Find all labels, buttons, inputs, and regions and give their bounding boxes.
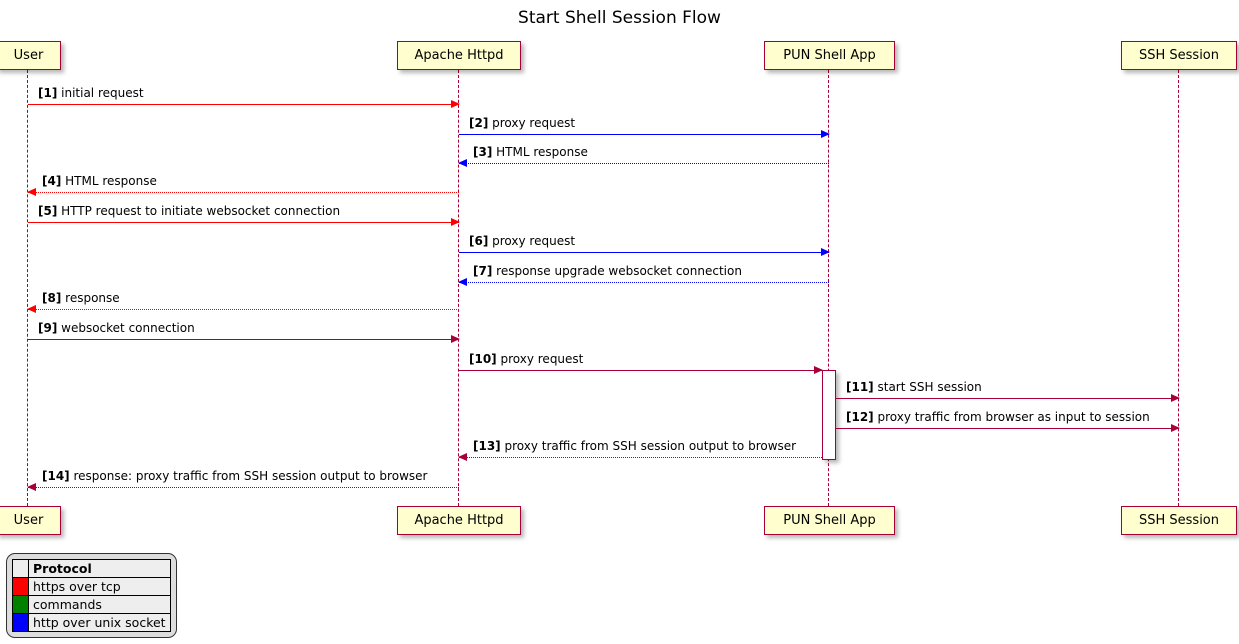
arrow-head-icon bbox=[458, 277, 467, 286]
message-line-10 bbox=[459, 370, 822, 371]
message-line-2 bbox=[459, 134, 829, 135]
message-number: [7] bbox=[473, 264, 493, 278]
message-line-9 bbox=[28, 339, 459, 340]
activation-bar-pun bbox=[822, 370, 836, 460]
arrow-head-icon bbox=[27, 304, 36, 313]
message-label-4: [4] HTML response bbox=[42, 174, 157, 188]
message-line-11 bbox=[836, 398, 1179, 399]
legend-label-1: commands bbox=[28, 595, 171, 614]
message-number: [10] bbox=[469, 352, 497, 366]
arrow-head-icon bbox=[458, 158, 467, 167]
message-label-7: [7] response upgrade websocket connectio… bbox=[473, 264, 742, 278]
message-number: [3] bbox=[473, 145, 493, 159]
message-label-1: [1] initial request bbox=[38, 86, 144, 100]
arrow-head-icon bbox=[1171, 393, 1180, 402]
lifeline-user bbox=[27, 70, 29, 506]
message-number: [12] bbox=[846, 410, 874, 424]
arrow-head-icon bbox=[814, 365, 823, 374]
lifeline-httpd bbox=[458, 70, 460, 506]
legend-row: http over unix socket bbox=[12, 613, 171, 632]
legend-header-row: Protocol bbox=[12, 559, 171, 578]
legend-header-swatch bbox=[12, 559, 29, 578]
message-line-3 bbox=[459, 163, 829, 164]
arrow-head-icon bbox=[27, 187, 36, 196]
message-line-13 bbox=[459, 457, 822, 458]
legend-swatch-1 bbox=[12, 595, 29, 614]
message-line-5 bbox=[28, 222, 459, 223]
message-number: [1] bbox=[38, 86, 58, 100]
message-number: [9] bbox=[38, 321, 58, 335]
diagram-title: Start Shell Session Flow bbox=[518, 8, 721, 28]
participant-httpd-top[interactable]: Apache Httpd bbox=[397, 41, 521, 70]
participant-httpd-bottom[interactable]: Apache Httpd bbox=[397, 506, 521, 535]
participant-user-bottom[interactable]: User bbox=[0, 506, 61, 535]
message-label-11: [11] start SSH session bbox=[846, 380, 982, 394]
message-label-2: [2] proxy request bbox=[469, 116, 576, 130]
message-label-5: [5] HTTP request to initiate websocket c… bbox=[38, 204, 341, 218]
message-line-7 bbox=[459, 282, 829, 283]
arrow-head-icon bbox=[451, 334, 460, 343]
message-label-10: [10] proxy request bbox=[469, 352, 584, 366]
message-line-14 bbox=[28, 487, 459, 488]
arrow-head-icon bbox=[451, 217, 460, 226]
message-number: [2] bbox=[469, 116, 489, 130]
legend-swatch-2 bbox=[12, 613, 29, 632]
message-label-8: [8] response bbox=[42, 291, 120, 305]
arrow-head-icon bbox=[1171, 423, 1180, 432]
message-number: [13] bbox=[473, 439, 501, 453]
message-label-13: [13] proxy traffic from SSH session outp… bbox=[473, 439, 797, 453]
legend-label-2: http over unix socket bbox=[28, 613, 171, 632]
message-label-9: [9] websocket connection bbox=[38, 321, 195, 335]
arrow-head-icon bbox=[821, 129, 830, 138]
legend-row: commands bbox=[12, 595, 171, 614]
lifeline-ssh bbox=[1178, 70, 1180, 506]
lifeline-pun bbox=[828, 70, 830, 506]
participant-ssh-bottom[interactable]: SSH Session bbox=[1121, 506, 1237, 535]
message-line-12 bbox=[836, 428, 1179, 429]
message-number: [8] bbox=[42, 291, 62, 305]
message-number: [14] bbox=[42, 469, 70, 483]
message-number: [6] bbox=[469, 234, 489, 248]
arrow-head-icon bbox=[458, 452, 467, 461]
message-label-3: [3] HTML response bbox=[473, 145, 588, 159]
participant-user-top[interactable]: User bbox=[0, 41, 61, 70]
message-label-14: [14] response: proxy traffic from SSH se… bbox=[42, 469, 428, 483]
arrow-head-icon bbox=[451, 99, 460, 108]
message-label-6: [6] proxy request bbox=[469, 234, 576, 248]
legend-label-0: https over tcp bbox=[28, 577, 171, 596]
arrow-head-icon bbox=[27, 482, 36, 491]
message-line-8 bbox=[28, 309, 459, 310]
arrow-head-icon bbox=[821, 247, 830, 256]
legend-row: https over tcp bbox=[12, 577, 171, 596]
message-label-12: [12] proxy traffic from browser as input… bbox=[846, 410, 1150, 424]
legend-header-label: Protocol bbox=[28, 559, 171, 578]
message-number: [5] bbox=[38, 204, 58, 218]
participant-ssh-top[interactable]: SSH Session bbox=[1121, 41, 1237, 70]
legend-swatch-0 bbox=[12, 577, 29, 596]
message-number: [4] bbox=[42, 174, 62, 188]
message-line-4 bbox=[28, 192, 459, 193]
message-line-1 bbox=[28, 104, 459, 105]
message-line-6 bbox=[459, 252, 829, 253]
participant-pun-top[interactable]: PUN Shell App bbox=[764, 41, 895, 70]
participant-pun-bottom[interactable]: PUN Shell App bbox=[764, 506, 895, 535]
message-number: [11] bbox=[846, 380, 874, 394]
